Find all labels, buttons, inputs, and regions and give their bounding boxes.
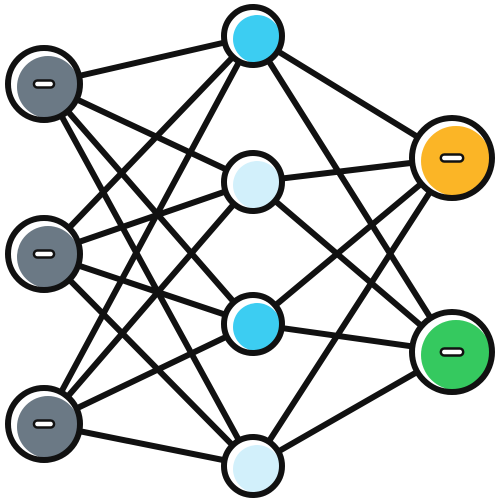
output-node-2-minus-mark	[439, 347, 465, 357]
connections-group	[41, 33, 455, 469]
hidden-node-1-fill	[233, 15, 281, 63]
output-node-2	[409, 309, 495, 395]
input-node-1	[5, 45, 83, 123]
hidden-node-3-fill	[233, 303, 281, 351]
input-node-1-minus-mark	[32, 79, 56, 89]
input-node-2-outline	[5, 215, 83, 293]
connection-hidden-output-1-2	[250, 33, 455, 355]
connection-hidden-output-3-1	[250, 155, 455, 327]
hidden-node-3	[221, 292, 285, 356]
hidden-node-4-outline	[221, 434, 285, 498]
connection-hidden-output-2-2	[250, 179, 455, 355]
nodes-group	[5, 4, 495, 498]
input-node-2-minus-mark	[32, 249, 56, 259]
hidden-node-3-outline	[221, 292, 285, 356]
hidden-node-2-outline	[221, 150, 285, 214]
connection-input-hidden-3-1	[41, 33, 256, 427]
input-node-3-outline	[5, 385, 83, 463]
connection-input-hidden-1-3	[41, 81, 256, 327]
output-node-1-outline	[409, 115, 495, 201]
hidden-node-1-outline	[221, 4, 285, 68]
input-node-1-outline	[5, 45, 83, 123]
input-node-3	[5, 385, 83, 463]
hidden-node-2-fill	[233, 161, 281, 209]
connection-input-hidden-1-4	[41, 81, 256, 469]
connection-hidden-output-4-1	[250, 155, 455, 469]
hidden-node-4	[221, 434, 285, 498]
hidden-node-2	[221, 150, 285, 214]
hidden-node-4-fill	[233, 445, 281, 493]
hidden-node-1	[221, 4, 285, 68]
input-node-3-minus-mark	[32, 419, 56, 429]
output-node-1	[409, 115, 495, 201]
connection-input-hidden-2-1	[41, 33, 256, 257]
output-node-1-minus-mark	[439, 153, 465, 163]
connection-input-hidden-2-4	[41, 251, 256, 469]
input-node-2	[5, 215, 83, 293]
output-node-2-outline	[409, 309, 495, 395]
connection-input-hidden-3-2	[41, 179, 256, 427]
